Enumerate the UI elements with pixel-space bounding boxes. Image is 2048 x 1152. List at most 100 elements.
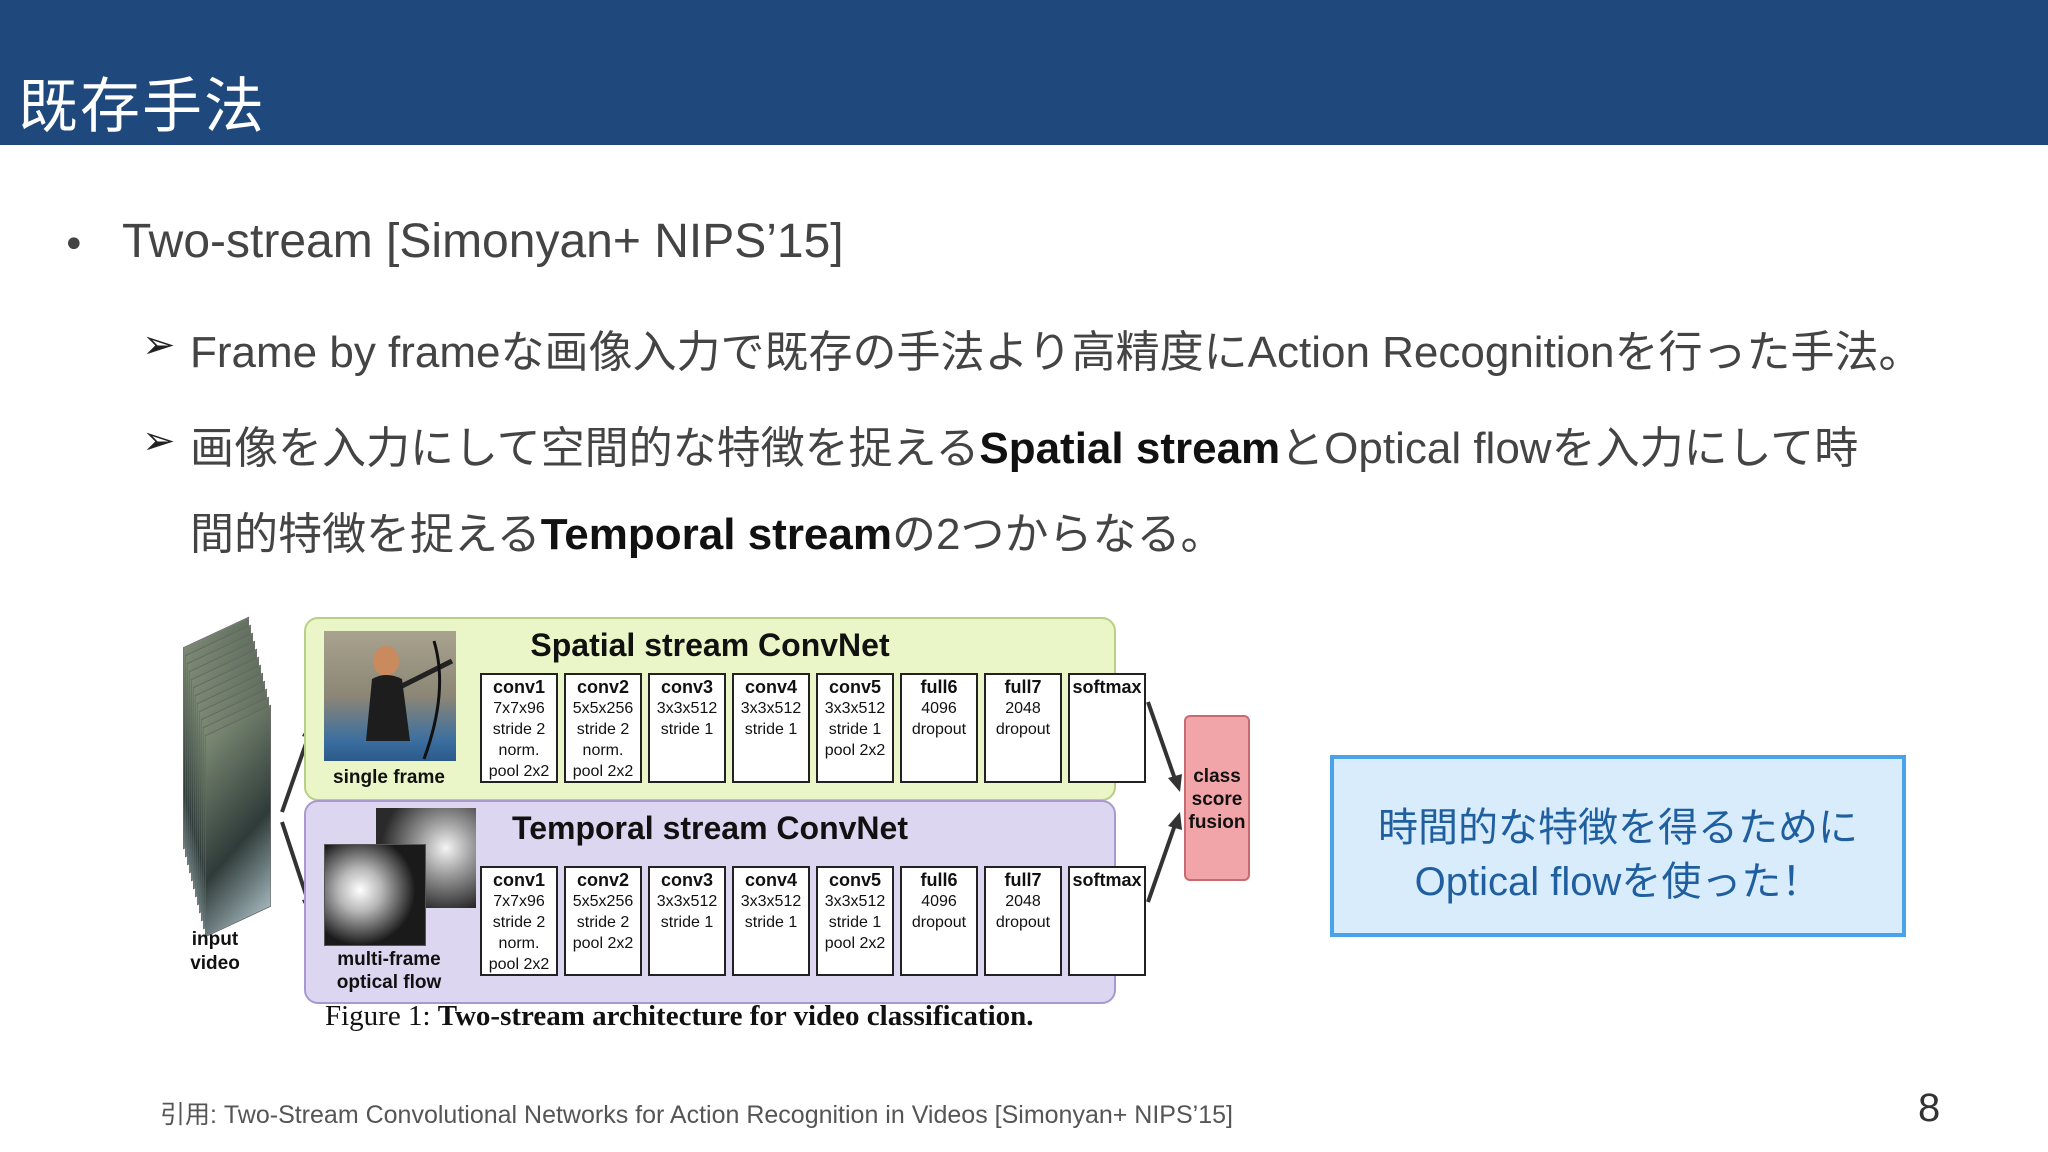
slide-title: 既存手法: [18, 72, 266, 142]
layer-cell: stride 2: [576, 721, 630, 738]
temporal-layer-softmax: softmax: [1068, 866, 1146, 976]
temporal-layer-conv1: conv1 7x7x96 stride 2 norm. pool 2x2: [480, 866, 558, 976]
layer-cell: full6: [920, 870, 958, 890]
sub2-text-d: 間的特徴を捉える: [190, 510, 541, 559]
temporal-layer-conv2: conv2 5x5x256 stride 2 pool 2x2: [564, 866, 642, 976]
optical-flow-line1: multi-frame: [337, 949, 441, 970]
layer-cell: stride 1: [828, 914, 882, 931]
fusion-line2: score: [1191, 789, 1243, 810]
layer-cell: stride 2: [492, 914, 546, 931]
single-frame-label: single frame: [333, 767, 445, 788]
layer-cell: 3x3x512: [824, 700, 886, 717]
archer-image-icon: [366, 640, 454, 760]
sub-bullet-1: Frame by frameな画像入力で既存の手法より高精度にAction Re…: [190, 328, 1923, 377]
sub2-text-c: とOptical flowを入力にして時: [1280, 424, 1859, 473]
layer-cell: dropout: [911, 914, 967, 931]
layer-cell: 5x5x256: [572, 700, 634, 717]
fusion-line1: class: [1193, 766, 1241, 787]
layer-cell: softmax: [1072, 677, 1142, 697]
layer-cell: conv1: [492, 870, 546, 890]
sub2-text-e: の2つからなる。: [892, 510, 1225, 559]
optical-flow-label: multi-frame optical flow: [314, 948, 464, 994]
figure-caption-title: Two-stream architecture for video classi…: [437, 1000, 1034, 1032]
sub2-bold-temporal: Temporal stream: [540, 510, 892, 559]
layer-cell: full7: [1004, 677, 1042, 697]
layer-cell: 7x7x96: [493, 700, 545, 717]
video-frame: [205, 704, 271, 938]
input-label-line1: input: [191, 929, 239, 950]
spatial-stream-title: Spatial stream ConvNet: [530, 627, 890, 663]
sub2-bold-spatial: Spatial stream: [979, 424, 1281, 473]
title-bar: 既存手法: [0, 0, 2048, 145]
layer-cell: stride 1: [828, 721, 882, 738]
temporal-stream-title: Temporal stream ConvNet: [512, 810, 908, 846]
callout-line2: Optical flowを使った！: [1414, 860, 1822, 904]
layer-cell: 3x3x512: [740, 700, 802, 717]
layer-cell: full6: [920, 677, 958, 697]
layer-cell: stride 1: [660, 914, 714, 931]
spatial-stream-panel: Spatial stream ConvNet single frame conv…: [304, 617, 1146, 801]
layer-cell: 2048: [1005, 700, 1041, 717]
layer-cell: norm.: [498, 742, 540, 759]
spatial-layer-conv4: conv4 3x3x512 stride 1: [732, 673, 810, 783]
layer-cell: pool 2x2: [488, 763, 550, 780]
temporal-layer-full7: full7 2048 dropout: [984, 866, 1062, 976]
layer-cell: dropout: [911, 721, 967, 738]
spatial-layer-softmax: softmax: [1068, 673, 1146, 783]
layer-cell: conv4: [744, 677, 798, 697]
layer-cell: 7x7x96: [493, 893, 545, 910]
layer-cell: 4096: [921, 700, 957, 717]
layer-cell: 2048: [1005, 893, 1041, 910]
layer-cell: conv5: [828, 870, 882, 890]
layer-cell: 3x3x512: [656, 700, 718, 717]
figure-caption: Figure 1: Two-stream architecture for vi…: [325, 1000, 1034, 1033]
layer-cell: 3x3x512: [824, 893, 886, 910]
sub-bullet-2-line1: 画像を入力にして空間的な特徴を捉えるSpatial streamとOptical…: [190, 412, 1858, 476]
layer-cell: conv1: [492, 677, 546, 697]
page-number: 8: [1918, 1086, 1941, 1130]
figure-caption-prefix: Figure 1:: [325, 1000, 438, 1032]
temporal-layer-full6: full6 4096 dropout: [900, 866, 978, 976]
temporal-stream-panel: Temporal stream ConvNet multi-frame opti…: [304, 800, 1146, 1004]
layer-cell: pool 2x2: [572, 935, 634, 952]
layer-cell: conv2: [576, 870, 630, 890]
layer-cell: pool 2x2: [824, 742, 886, 759]
layer-cell: dropout: [995, 914, 1051, 931]
sub-bullet-2-line2: 間的特徴を捉えるTemporal streamの2つからなる。: [190, 498, 1224, 562]
layer-cell: pool 2x2: [488, 956, 550, 973]
single-frame-thumbnail: [324, 631, 456, 761]
layer-cell: 3x3x512: [740, 893, 802, 910]
spatial-layer-full6: full6 4096 dropout: [900, 673, 978, 783]
callout-box: 時間的な特徴を得るために Optical flowを使った！: [1330, 755, 1906, 937]
layer-cell: conv2: [576, 677, 630, 697]
bullet-main-text: Two-stream [Simonyan+ NIPS’15]: [122, 215, 844, 268]
layer-cell: 4096: [921, 893, 957, 910]
bullet-dot-icon: •: [62, 222, 86, 268]
fusion-line3: fusion: [1188, 812, 1246, 833]
input-label-line2: video: [190, 953, 240, 974]
layer-cell: stride 2: [576, 914, 630, 931]
arrow-bullet-icon: ➢: [142, 418, 176, 464]
layer-cell: pool 2x2: [824, 935, 886, 952]
layer-cell: stride 1: [660, 721, 714, 738]
layer-cell: norm.: [498, 935, 540, 952]
layer-cell: norm.: [582, 742, 624, 759]
layer-cell: 3x3x512: [656, 893, 718, 910]
temporal-layer-conv5: conv5 3x3x512 stride 1 pool 2x2: [816, 866, 894, 976]
layer-cell: 5x5x256: [572, 893, 634, 910]
fusion-arrows: [1146, 701, 1182, 903]
layer-cell: conv3: [660, 677, 714, 697]
two-stream-diagram: input video Spatial stream ConvNet singl…: [150, 612, 1260, 1052]
layer-cell: full7: [1004, 870, 1042, 890]
layer-cell: stride 1: [744, 721, 798, 738]
layer-cell: conv4: [744, 870, 798, 890]
temporal-layer-conv3: conv3 3x3x512 stride 1: [648, 866, 726, 976]
input-video-label: input video: [170, 928, 260, 976]
layer-cell: conv3: [660, 870, 714, 890]
layer-cell: stride 1: [744, 914, 798, 931]
layer-cell: stride 2: [492, 721, 546, 738]
sub2-text-a: 画像を入力にして空間的な特徴を捉える: [190, 424, 980, 473]
